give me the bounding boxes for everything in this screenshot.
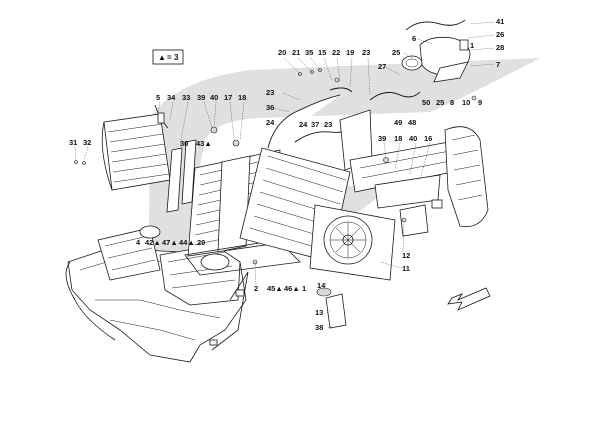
watermark-logo-icon <box>148 58 540 345</box>
callout-7: 7 <box>496 60 500 69</box>
callout-6: 6 <box>412 34 416 43</box>
callout-1: 1 <box>302 284 306 293</box>
callout-36: 36 <box>266 103 274 112</box>
callout-44: 44▲ <box>179 238 195 247</box>
callout-9: 9 <box>478 98 482 107</box>
callout-49: 49 <box>394 118 402 127</box>
callout-47: 47▲ <box>162 238 178 247</box>
callout-27: 27 <box>378 62 386 71</box>
callout-13: 13 <box>315 308 323 317</box>
callout-2: 2 <box>254 284 258 293</box>
callout-14: 14 <box>317 281 326 290</box>
callout-21: 21 <box>292 48 300 57</box>
seal-strips <box>166 139 197 213</box>
callout-18: 18 <box>394 134 402 143</box>
leader-lines <box>74 21 495 329</box>
callout-38: 38 <box>315 323 323 332</box>
air-duct-assembly <box>65 225 249 363</box>
expansion-tank <box>401 36 471 83</box>
legend-equals: = <box>167 53 172 62</box>
callout-18: 18 <box>238 93 246 102</box>
coolant-hoses <box>267 19 466 149</box>
callout-40: 40 <box>210 93 218 102</box>
callout-48: 48 <box>408 118 416 127</box>
callout-23: 23 <box>362 48 370 57</box>
callout-4: 4 <box>136 238 141 247</box>
callout-24: 24 <box>266 118 275 127</box>
callout-labels: 41 26 6 28 1 25 7 20 21 35 15 22 19 23 2… <box>69 17 504 332</box>
callout-46: 46▲ <box>284 284 300 293</box>
callout-45: 45▲ <box>267 284 283 293</box>
callout-23: 23 <box>266 88 274 97</box>
cooling-fan <box>309 204 396 281</box>
callout-22: 22 <box>332 48 340 57</box>
callout-33: 33 <box>182 93 190 102</box>
callout-39: 39 <box>197 93 205 102</box>
callout-35: 35 <box>305 48 313 57</box>
callout-41: 41 <box>496 17 504 26</box>
callout-20: 20 <box>278 48 286 57</box>
callout-42: 42▲ <box>145 238 161 247</box>
callout-30: 30 <box>180 139 188 148</box>
legend-box: ▲ = 3 <box>152 49 184 65</box>
chassis-frame <box>339 109 489 237</box>
legend-value: 3 <box>174 53 179 62</box>
callout-26: 26 <box>496 30 504 39</box>
callout-43: 43▲ <box>196 139 212 148</box>
callout-24: 24 <box>299 120 308 129</box>
support-bracket <box>316 287 347 329</box>
callout-8: 8 <box>450 98 454 107</box>
legend-symbol: ▲ <box>158 53 166 62</box>
callout-16: 16 <box>424 134 432 143</box>
oil-cooler-coil <box>101 104 171 191</box>
callout-40: 40 <box>409 134 417 143</box>
callout-11: 11 <box>402 264 410 273</box>
callout-31: 31 <box>69 138 77 147</box>
callout-34: 34 <box>167 93 176 102</box>
callout-17: 17 <box>224 93 232 102</box>
callout-50: 50 <box>422 98 430 107</box>
callout-19: 19 <box>346 48 354 57</box>
callout-10: 10 <box>462 98 470 107</box>
callout-23: 23 <box>324 120 332 129</box>
callout-28: 28 <box>496 43 504 52</box>
callout-32: 32 <box>83 138 91 147</box>
fasteners <box>74 68 477 265</box>
callout-39: 39 <box>378 134 386 143</box>
callout-25: 25 <box>436 98 444 107</box>
callout-15: 15 <box>318 48 326 57</box>
callout-25: 25 <box>392 48 400 57</box>
callout-12: 12 <box>402 251 410 260</box>
callout-5: 5 <box>156 93 160 102</box>
callout-29: 29 <box>197 238 205 247</box>
callout-1: 1 <box>470 41 474 50</box>
callout-37: 37 <box>311 120 319 129</box>
direction-arrow-icon <box>447 287 491 311</box>
